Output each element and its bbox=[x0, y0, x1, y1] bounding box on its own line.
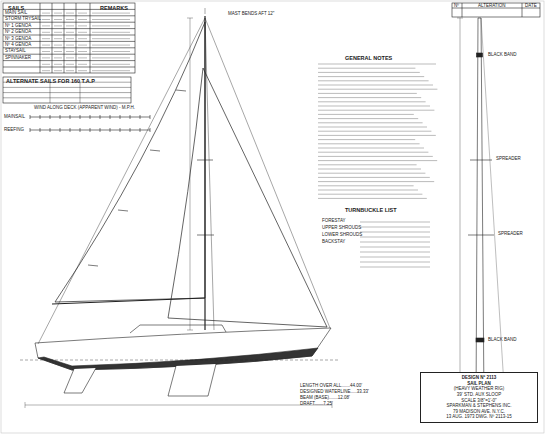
drawing-label: Nº bbox=[454, 4, 459, 9]
drawing-label: GENERAL NOTES bbox=[345, 55, 392, 61]
hull-profile bbox=[20, 325, 340, 396]
rig bbox=[38, 8, 330, 344]
drawing-label: BACKSTAY bbox=[322, 240, 345, 245]
title-text: SCALE 3/8"=1'-0" bbox=[424, 398, 534, 404]
sails-table bbox=[3, 3, 135, 73]
alternate-sails-table bbox=[3, 77, 131, 103]
revisions-table bbox=[452, 3, 540, 17]
drawing-label: MAST BENDS AFT 12" bbox=[228, 12, 274, 17]
drawing-label: DESIGNED WATERLINE.....33.33' bbox=[300, 390, 369, 395]
drawing-label: SPINNAKER bbox=[5, 56, 31, 61]
title-text: SPARKMAN & STEPHENS INC. bbox=[424, 403, 534, 409]
drawing-label: SAILS bbox=[8, 5, 24, 11]
drawing-label: ALTERATION bbox=[478, 4, 506, 9]
drawing-label: SPREADER bbox=[498, 232, 523, 237]
dimension-lines bbox=[25, 18, 332, 408]
title-text: 13 AUG. 1973 DWG. Nº 2113-15 bbox=[424, 414, 534, 420]
drawing-label: BLACK BAND bbox=[488, 338, 517, 343]
title-text: (HEAVY WEATHER RIG) bbox=[424, 386, 534, 392]
mast-detail bbox=[457, 18, 505, 402]
drawing-label: BEAM (BASE).......12.08' bbox=[300, 396, 350, 401]
drawing-label: Nº 1 GENOA bbox=[5, 24, 31, 29]
title-text: SAIL PLAN bbox=[424, 381, 534, 387]
drawing-label: FORESTAY bbox=[322, 219, 346, 224]
drawing-label: Nº 4 GENOA bbox=[5, 43, 31, 48]
drawing-label: SPREADER bbox=[496, 157, 521, 162]
drawing-label: WIND ALONG DECK (APPARENT WIND) - M.P.H. bbox=[34, 106, 135, 111]
drawing-label: Nº 3 GENOA bbox=[5, 37, 31, 42]
drawing-label: STORM TRYSAIL bbox=[5, 17, 41, 22]
drawing-label: TURNBUCKLE LIST bbox=[345, 207, 397, 213]
drawing-label: REEFING bbox=[4, 128, 24, 133]
title-text: 79 MADISON AVE. N.Y.C. bbox=[424, 409, 534, 415]
drawing-label: UPPER SHROUDS bbox=[322, 226, 361, 231]
wind-graph bbox=[30, 115, 150, 132]
title-text: 39' STD. AUX SLOOP bbox=[424, 392, 534, 398]
drawing-label: MAINSAIL bbox=[4, 115, 25, 120]
drawing-label: Nº 2 GENOA bbox=[5, 30, 31, 35]
drawing-label: ALTERNATE SAILS FOR 160 T.A.P bbox=[6, 78, 95, 84]
title-text: DESIGN Nº 2113 bbox=[424, 375, 534, 381]
drawing-label: LENGTH OVER ALL.......44.00' bbox=[300, 384, 362, 389]
drawing-label: MAIN SAIL bbox=[5, 11, 27, 16]
drawing-label: BLACK BAND bbox=[488, 53, 517, 58]
drawing-label: DRAFT.......7.25' bbox=[300, 402, 333, 407]
title-block: DESIGN Nº 2113SAIL PLAN(HEAVY WEATHER RI… bbox=[420, 372, 538, 423]
drawing-label: STAYSAIL bbox=[5, 49, 26, 54]
drawing-label: DATE bbox=[525, 4, 537, 9]
notes-text-lines bbox=[42, 13, 437, 267]
drawing-label: LOWER SHROUDS bbox=[322, 233, 362, 238]
drawing-label: REMARKS bbox=[100, 5, 128, 11]
